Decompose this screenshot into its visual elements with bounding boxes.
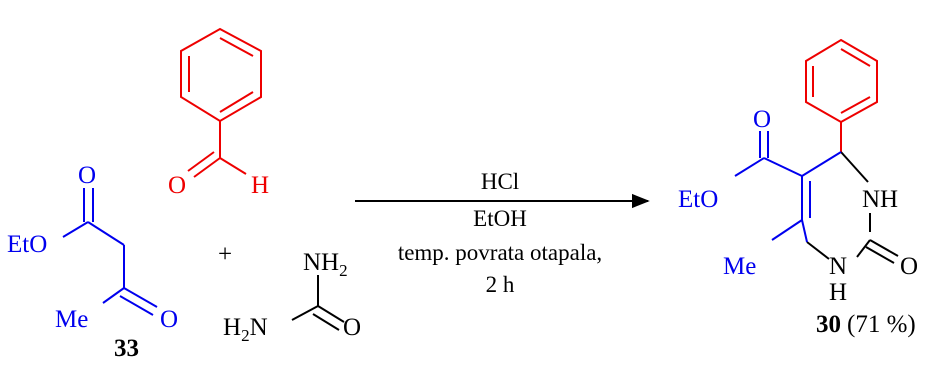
aldehyde-hydrogen-label: H bbox=[251, 172, 269, 199]
product-caption: 30(71 %) bbox=[816, 311, 916, 338]
ketone-co-double-bond-2 bbox=[119, 295, 154, 316]
aldehyde-oxygen-label: O bbox=[168, 172, 186, 199]
aldehyde-c-o-double-bond-2 bbox=[187, 151, 215, 172]
ketoester-ketone-oxygen-label: O bbox=[160, 306, 178, 333]
compound-number-30: 30 bbox=[816, 311, 841, 338]
ketoester-carbonyl-oxygen-label: O bbox=[78, 162, 96, 189]
benzaldehyde-ring bbox=[180, 27, 262, 123]
product-n-label: N bbox=[829, 253, 847, 280]
ketoester-methyl-label: Me bbox=[55, 306, 88, 333]
ketone-methyl-bond bbox=[102, 287, 125, 304]
ethyl-acetoacetate bbox=[62, 188, 158, 316]
product-methyl-label: Me bbox=[723, 253, 756, 280]
urea bbox=[291, 275, 345, 331]
ring-c6-n1-bond bbox=[801, 219, 808, 243]
product-ethoxy-label: EtO bbox=[678, 186, 718, 213]
ring-c4-c5-bond bbox=[801, 151, 842, 177]
ring-c2-n1-bond bbox=[856, 239, 871, 258]
product-yield: (71 %) bbox=[847, 311, 916, 338]
ring-n1-c6-bond bbox=[806, 241, 830, 260]
ester-c-oet-bond bbox=[734, 157, 765, 177]
ester-ch2-bond bbox=[87, 221, 125, 246]
product-carbonyl-oxygen-label: O bbox=[900, 253, 918, 280]
condition-catalyst: HCl bbox=[481, 169, 519, 194]
product-dihydropyrimidinone-ring bbox=[806, 151, 899, 264]
condition-temperature: temp. povrata otapala, bbox=[398, 240, 602, 265]
product-nh-label: NH bbox=[862, 186, 898, 213]
product-h-label: H bbox=[829, 279, 847, 306]
compound-number-33: 33 bbox=[114, 335, 139, 362]
c5-ester-carbon-bond bbox=[763, 157, 803, 177]
condition-solvent: EtOH bbox=[473, 206, 527, 231]
aldehyde-c-h-bond bbox=[219, 157, 247, 175]
condition-time: 2 h bbox=[486, 272, 515, 297]
ring-c2-o-double-bond-1 bbox=[869, 239, 899, 257]
ketoester-ethoxy-label: EtO bbox=[7, 231, 47, 258]
ketone-co-double-bond-1 bbox=[123, 287, 158, 308]
ring-c2-o-double-bond-2 bbox=[865, 246, 895, 264]
aldehyde-c-o-double-bond-1 bbox=[193, 157, 221, 178]
c6-methyl-bond bbox=[771, 219, 803, 241]
urea-nh2-top-label: NH2 bbox=[303, 249, 348, 280]
product-ester-oxygen-label: O bbox=[753, 106, 771, 133]
product-phenyl-ring bbox=[805, 38, 878, 124]
plus-sign: + bbox=[218, 241, 232, 268]
product-ester-part bbox=[734, 131, 842, 243]
urea-co-double-bond-1 bbox=[317, 305, 345, 323]
urea-oxygen-label: O bbox=[343, 314, 361, 341]
urea-c-n-left-bond bbox=[291, 305, 319, 321]
product-phenyl bbox=[805, 38, 878, 152]
urea-h2n-left-label: H2N bbox=[223, 314, 268, 345]
ester-c-o-bond bbox=[62, 221, 89, 238]
ring-c4-n3-bond bbox=[840, 151, 869, 183]
benzaldehyde bbox=[180, 27, 262, 178]
urea-co-double-bond-2 bbox=[312, 313, 340, 331]
